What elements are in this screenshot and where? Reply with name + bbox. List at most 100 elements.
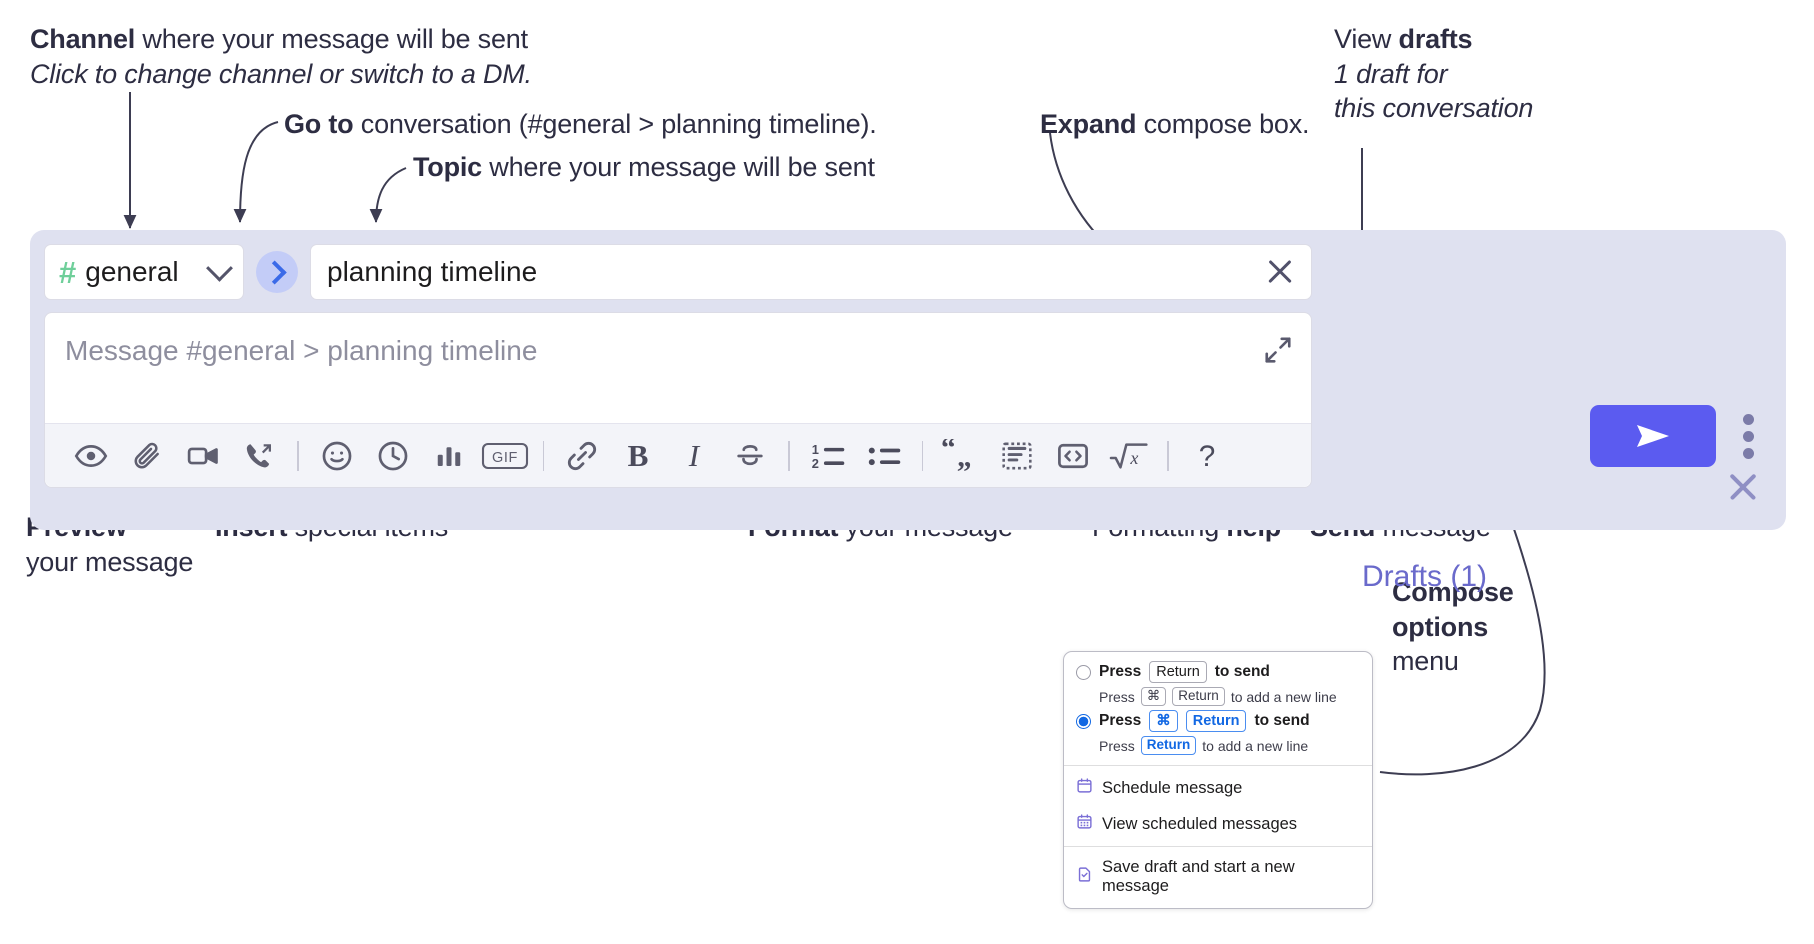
svg-text:GIF: GIF: [492, 450, 518, 466]
annotation-channel-rest: where your message will be sent: [135, 24, 528, 54]
divider: [1064, 846, 1372, 847]
channel-name-label: general: [85, 256, 179, 287]
option1-tail: to send: [1214, 663, 1270, 681]
menu-item-label: Save draft and start a new message: [1102, 858, 1295, 895]
annotation-topic-bold: Topic: [413, 152, 482, 182]
save-draft-icon: [1076, 866, 1093, 888]
drafts-link[interactable]: Drafts (1): [1362, 560, 1488, 593]
svg-text:“: “: [941, 439, 956, 464]
annotation-drafts-italic2: this conversation: [1334, 93, 1534, 124]
clock-icon[interactable]: [365, 432, 421, 480]
math-icon[interactable]: x: [1101, 432, 1157, 480]
radio-selected-icon[interactable]: [1076, 713, 1091, 729]
annotation-drafts: View drafts 1 draft for this conversatio…: [1334, 22, 1794, 126]
compose-options-button[interactable]: [1724, 413, 1772, 459]
strikethrough-icon[interactable]: [722, 432, 778, 480]
divider: [542, 440, 544, 471]
divider: [1167, 440, 1169, 471]
italic-icon[interactable]: I: [666, 432, 722, 480]
svg-text:2: 2: [811, 456, 818, 471]
svg-text:I: I: [688, 439, 701, 473]
compose-fields: # general planning timeline Message #gen…: [44, 244, 1312, 488]
send-icon: [1637, 425, 1669, 447]
chevron-right-icon: [262, 259, 287, 285]
option-cmd-return-to-send[interactable]: Press ⌘ Return to send Press Return to a…: [1076, 710, 1360, 755]
option2-press: Press: [1099, 712, 1142, 730]
calendar-icon: [1076, 777, 1093, 799]
channel-selector[interactable]: # general: [44, 244, 244, 300]
code-icon[interactable]: [1045, 432, 1101, 480]
schedule-group: Schedule message View scheduled messages: [1064, 766, 1372, 846]
preview-icon[interactable]: [63, 432, 119, 480]
close-icon[interactable]: [1726, 470, 1760, 504]
send-area: [1590, 405, 1772, 467]
annotation-expand-bold: Expand: [1040, 109, 1137, 139]
topic-value: planning timeline: [327, 256, 538, 287]
topic-input[interactable]: planning timeline: [310, 244, 1312, 300]
option-return-to-send[interactable]: Press Return to send Press ⌘ Return to a…: [1076, 661, 1360, 706]
gif-icon[interactable]: GIF: [477, 432, 533, 480]
annotation-channel-bold: Channel: [30, 24, 136, 54]
link-icon[interactable]: [554, 432, 610, 480]
poll-icon[interactable]: [421, 432, 477, 480]
divider: [1064, 765, 1372, 766]
radio-unselected-icon[interactable]: [1076, 664, 1091, 680]
send-button[interactable]: [1590, 405, 1716, 467]
calendar-grid-icon: [1076, 813, 1093, 835]
option1-key: Return: [1149, 661, 1207, 684]
divider: [921, 440, 923, 471]
bold-icon[interactable]: B: [610, 432, 666, 480]
option2-sub-press: Press: [1099, 737, 1135, 754]
svg-text:„: „: [957, 441, 972, 472]
option1-press: Press: [1099, 663, 1142, 681]
annotation-channel: Channel where your message will be sent …: [30, 22, 650, 91]
svg-text:1: 1: [811, 441, 818, 456]
chevron-down-icon: [206, 254, 233, 282]
option2-sub-key: Return: [1140, 736, 1197, 755]
attachment-icon[interactable]: [119, 432, 175, 480]
menu-item-label: View scheduled messages: [1102, 814, 1298, 833]
svg-text:B: B: [628, 439, 649, 473]
annotation-drafts-bold: drafts: [1398, 24, 1473, 54]
annotation-goto: Go to conversation (#general > planning …: [284, 107, 984, 142]
annotation-drafts-prefix: View: [1334, 24, 1399, 54]
huddle-icon[interactable]: [231, 432, 287, 480]
option2-key1: ⌘: [1149, 710, 1178, 733]
bulleted-list-icon[interactable]: [856, 432, 912, 480]
compose-options-menu: Press Return to send Press ⌘ Return to a…: [1063, 651, 1373, 909]
annotation-preview-rest: your message: [26, 546, 194, 577]
menu-item-label: Schedule message: [1102, 778, 1243, 797]
svg-text:?: ?: [1198, 439, 1215, 472]
annotation-expand-rest: compose box.: [1136, 109, 1310, 139]
annotation-compose-options-rest: menu: [1392, 646, 1459, 677]
menu-item-schedule-message[interactable]: Schedule message: [1064, 770, 1372, 806]
send-shortcut-options: Press Return to send Press ⌘ Return to a…: [1064, 652, 1372, 765]
menu-item-save-draft[interactable]: Save draft and start a new message: [1064, 851, 1372, 903]
svg-text:x: x: [1129, 448, 1138, 468]
divider: [788, 440, 790, 471]
option2-tail: to send: [1254, 712, 1310, 730]
emoji-icon[interactable]: [309, 432, 365, 480]
compose-panel: # general planning timeline Message #gen…: [30, 230, 1786, 593]
expand-icon[interactable]: [1263, 335, 1293, 365]
goto-conversation-button[interactable]: [256, 251, 298, 293]
code-block-icon[interactable]: [989, 432, 1045, 480]
option2-sub-tail: to add a new line: [1202, 737, 1309, 754]
annotation-channel-italic: Click to change channel or switch to a D…: [30, 58, 532, 89]
help-icon[interactable]: ?: [1179, 432, 1235, 480]
hash-icon: #: [59, 254, 77, 290]
video-icon[interactable]: [175, 432, 231, 480]
menu-item-view-scheduled-messages[interactable]: View scheduled messages: [1064, 806, 1372, 842]
blockquote-icon[interactable]: “„: [933, 432, 989, 480]
option2-key2: Return: [1185, 710, 1247, 733]
option1-sub-tail: to add a new line: [1230, 688, 1337, 705]
message-input[interactable]: Message #general > planning timeline: [44, 312, 1312, 488]
close-icon[interactable]: [1265, 257, 1295, 287]
annotation-compose-options-bold2: options: [1392, 611, 1489, 642]
annotation-goto-bold: Go to: [284, 109, 354, 139]
annotation-goto-rest: conversation (#general > planning timeli…: [353, 109, 877, 139]
message-placeholder: Message #general > planning timeline: [65, 335, 538, 366]
option1-sub-press: Press: [1099, 688, 1135, 705]
